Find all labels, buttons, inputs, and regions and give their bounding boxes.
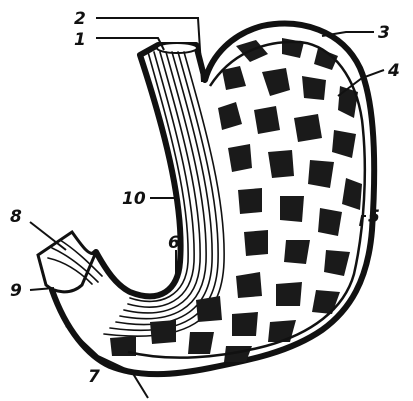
label-10: 10: [122, 189, 146, 209]
label-3: 3: [378, 23, 390, 43]
label-6: 6: [168, 233, 180, 253]
label-8: 8: [10, 207, 22, 227]
label-4: 4: [387, 61, 400, 81]
label-9: 9: [10, 281, 22, 301]
label-1: 1: [74, 30, 86, 50]
label-5: 5: [368, 207, 380, 227]
leader-8: [30, 222, 66, 250]
label-7: 7: [88, 367, 100, 387]
label-2: 2: [74, 9, 86, 29]
